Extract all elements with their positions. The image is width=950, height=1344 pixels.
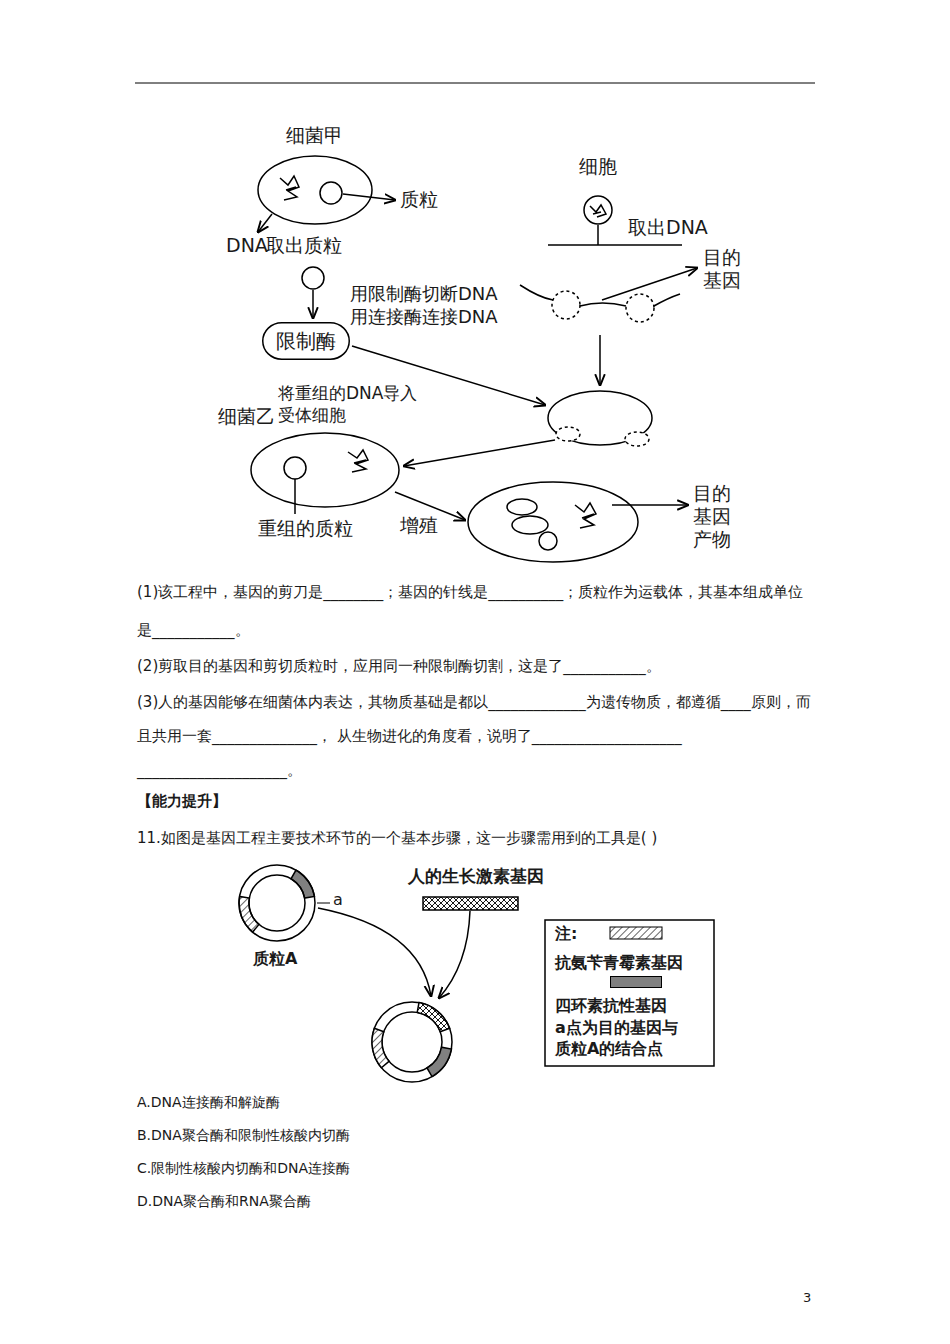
outline bbox=[249, 875, 305, 931]
question-text: (3)人的基因能够在细菌体内表达，其物质基础是都以_____________为遗… bbox=[137, 686, 817, 787]
growth-hormone-gene bbox=[423, 897, 518, 910]
cut-site bbox=[626, 294, 654, 322]
inserted-gene bbox=[417, 1003, 449, 1032]
question-text: 11.如图是基因工程主要技术环节的一个基本步骤，这一步骤需用到的工具是( ) bbox=[137, 828, 817, 849]
flow-arrow bbox=[312, 290, 314, 318]
plasmid bbox=[320, 182, 342, 204]
plasmid bbox=[539, 532, 557, 550]
leader-arrow bbox=[258, 214, 272, 232]
enzyme-box: 限制酶 bbox=[262, 322, 350, 360]
dna-strand bbox=[654, 294, 680, 306]
point-label: a bbox=[333, 890, 343, 909]
bacterial-dna bbox=[280, 176, 299, 200]
leader-arrow bbox=[612, 504, 688, 506]
step-label: 将重组的DNA导入 受体细胞 bbox=[278, 382, 450, 426]
part-label: 质粒 bbox=[400, 188, 438, 211]
bacterium-a: 细菌甲 bbox=[257, 155, 373, 225]
node-label: 限制酶 bbox=[276, 329, 336, 353]
answer-option: A.DNA连接酶和解旋酶 bbox=[137, 1093, 280, 1111]
node-outline bbox=[257, 155, 373, 225]
cell-dna bbox=[590, 205, 606, 217]
header-rule bbox=[135, 83, 815, 84]
leader-arrow bbox=[602, 268, 697, 300]
node-label: 细胞 bbox=[579, 155, 617, 178]
part-label: 目的 基因 产物 bbox=[693, 482, 737, 550]
recombinant-dna bbox=[548, 391, 652, 445]
bacterial-dna bbox=[348, 450, 368, 472]
leader-line bbox=[294, 479, 296, 514]
section-heading: 【能力提升】 bbox=[137, 792, 227, 812]
answer-option: C.限制性核酸内切酶和DNA连接酶 bbox=[137, 1159, 350, 1177]
cut-site bbox=[552, 291, 580, 319]
tetracycline-gene bbox=[427, 1047, 451, 1076]
outline bbox=[584, 196, 612, 224]
legend-text: 四环素抗性基因 bbox=[555, 996, 667, 1015]
legend-swatch bbox=[610, 927, 662, 939]
inserted-gene bbox=[556, 427, 580, 441]
part-label: 重组的质粒 bbox=[258, 517, 353, 540]
step-label: 取出DNA bbox=[628, 216, 708, 239]
proliferated-bacteria bbox=[468, 482, 638, 562]
legend-text: 抗氨苄青霉素基因 bbox=[555, 953, 683, 972]
isolated-plasmid bbox=[302, 267, 324, 289]
legend-swatch bbox=[610, 976, 662, 988]
question-text: (1)该工程中，基因的剪刀是________；基因的针线是__________；… bbox=[137, 574, 817, 649]
step-label: 取出质粒 bbox=[266, 234, 342, 257]
plasmid bbox=[507, 499, 537, 515]
ampicillin-gene bbox=[372, 1028, 389, 1067]
support-line bbox=[548, 244, 682, 246]
leader-arrow bbox=[343, 194, 395, 200]
dna-strand bbox=[520, 285, 553, 300]
cell: 细胞 bbox=[583, 195, 613, 225]
node-outline bbox=[583, 195, 613, 225]
plasmid-a: 质粒A bbox=[239, 865, 315, 941]
node-outline bbox=[239, 865, 315, 941]
step-label: 增殖 bbox=[400, 514, 438, 537]
inserted-gene bbox=[625, 432, 649, 446]
dna-strand bbox=[580, 303, 626, 306]
bacterium-b: 细菌乙 bbox=[250, 432, 400, 508]
node-label: 细菌乙 bbox=[218, 405, 275, 428]
step-label: 用限制酶切断DNA 用连接酶连接DNA bbox=[350, 282, 528, 329]
flow-arrow bbox=[599, 335, 601, 385]
flow-arrow bbox=[404, 440, 555, 466]
outline bbox=[251, 433, 399, 507]
insertion-arrow bbox=[439, 911, 470, 998]
insertion-arrow bbox=[318, 908, 431, 996]
part-label: DNA bbox=[226, 234, 268, 257]
legend-note: a点为目的基因与 质粒A的结合点 bbox=[555, 1018, 711, 1060]
plasmid bbox=[512, 516, 548, 534]
legend-heading: 注: bbox=[555, 924, 577, 943]
recombinant-plasmid bbox=[284, 457, 306, 479]
bacterial-dna bbox=[575, 503, 596, 528]
outline bbox=[258, 156, 372, 224]
outline bbox=[239, 865, 315, 941]
node-label: 质粒A bbox=[253, 949, 297, 968]
question-text: (2)剪取目的基因和剪切质粒时，应用同一种限制酶切割，这是了__________… bbox=[137, 650, 817, 683]
point-a-marker bbox=[317, 903, 330, 904]
node-outline bbox=[250, 432, 400, 508]
answer-option: D.DNA聚合酶和RNA聚合酶 bbox=[137, 1192, 311, 1210]
support-line bbox=[597, 225, 599, 245]
answer-option: B.DNA聚合酶和限制性核酸内切酶 bbox=[137, 1126, 350, 1144]
outline bbox=[263, 323, 350, 360]
part-label: 目的 基因 bbox=[703, 246, 747, 292]
page-number: 3 bbox=[803, 1290, 811, 1306]
node-label: 细菌甲 bbox=[286, 124, 343, 147]
gene-label: 人的生长激素基因 bbox=[408, 866, 544, 886]
legend-box bbox=[545, 920, 714, 1066]
recombinant-plasmid bbox=[372, 1002, 452, 1082]
